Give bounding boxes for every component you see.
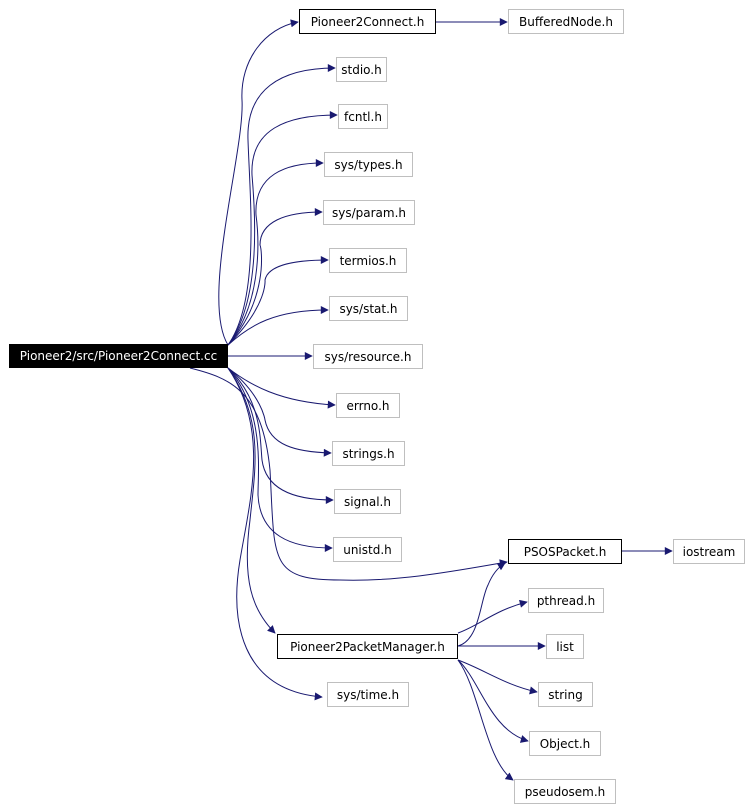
edge-root-to-unistd-h bbox=[227, 367, 333, 552]
edge-pioneer2packetmanager-h-to-pseudosem-h bbox=[457, 659, 514, 781]
node-termios-h[interactable]: termios.h bbox=[329, 248, 407, 273]
node-psospacket-h[interactable]: PSOSPacket.h bbox=[508, 539, 622, 564]
node-sys-time-h[interactable]: sys/time.h bbox=[327, 682, 409, 707]
node-pseudosem-h[interactable]: pseudosem.h bbox=[514, 779, 616, 804]
node-pioneer2connect-h[interactable]: Pioneer2Connect.h bbox=[299, 9, 436, 34]
edge-pioneer2packetmanager-h-to-psospacket-h bbox=[457, 562, 506, 647]
edge-root-to-stdio-h bbox=[227, 64, 336, 346]
node-pioneer2packetmanager-h[interactable]: Pioneer2PacketManager.h bbox=[277, 634, 458, 659]
node-root-file[interactable]: Pioneer2/src/Pioneer2Connect.cc bbox=[9, 344, 228, 368]
edge-root-to-termios-h bbox=[227, 256, 329, 346]
node-iostream[interactable]: iostream bbox=[673, 539, 745, 564]
node-errno-h[interactable]: errno.h bbox=[336, 393, 400, 418]
node-stdio-h[interactable]: stdio.h bbox=[336, 57, 387, 82]
node-string[interactable]: string bbox=[538, 682, 593, 707]
edge-root-to-pioneer2packetmanager-h bbox=[227, 367, 276, 634]
edge-root-to-strings-h bbox=[227, 367, 332, 457]
edge-root-to-fcntl-h bbox=[227, 111, 338, 346]
edge-root-to-errno-h bbox=[227, 367, 336, 409]
node-unistd-h[interactable]: unistd.h bbox=[333, 537, 402, 562]
node-sys-param-h[interactable]: sys/param.h bbox=[323, 200, 415, 225]
edge-root-to-pioneer2connect-h bbox=[218, 19, 299, 346]
edge-root-to-sys-types-h bbox=[227, 159, 324, 346]
edge-pioneer2packetmanager-h-to-pthread-h bbox=[457, 599, 528, 634]
node-pthread-h[interactable]: pthread.h bbox=[528, 588, 604, 613]
edge-pioneer2packetmanager-h-to-object-h bbox=[457, 659, 529, 743]
node-list[interactable]: list bbox=[546, 634, 584, 659]
node-sys-stat-h[interactable]: sys/stat.h bbox=[329, 296, 408, 321]
node-strings-h[interactable]: strings.h bbox=[332, 441, 405, 466]
node-bufferednode-h[interactable]: BufferedNode.h bbox=[508, 9, 624, 34]
edge-root-to-sys-param-h bbox=[227, 208, 323, 346]
node-sys-types-h[interactable]: sys/types.h bbox=[324, 152, 413, 177]
node-fcntl-h[interactable]: fcntl.h bbox=[338, 104, 388, 129]
edge-pioneer2packetmanager-h-to-string bbox=[457, 659, 538, 695]
edge-root-to-sys-stat-h bbox=[227, 306, 329, 346]
edge-root-to-signal-h bbox=[227, 367, 334, 504]
node-signal-h[interactable]: signal.h bbox=[334, 489, 401, 514]
node-object-h[interactable]: Object.h bbox=[529, 731, 601, 756]
node-sys-resource-h[interactable]: sys/resource.h bbox=[313, 344, 423, 369]
edge-root-to-sys-time-h bbox=[227, 367, 323, 701]
